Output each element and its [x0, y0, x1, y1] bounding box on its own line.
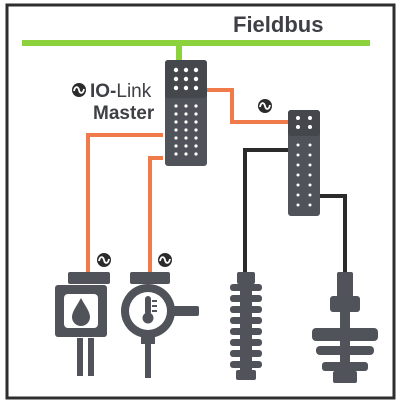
temperature-sensor-icon — [121, 272, 199, 378]
standard-line-capacitive-sensor — [320, 194, 347, 273]
fieldbus-label: Fieldbus — [233, 12, 323, 37]
standard-line-inductive-sensor — [243, 148, 290, 273]
diagram-frame — [5, 3, 396, 400]
iolink-label-regular: Link — [116, 81, 151, 102]
iolink-port-icon-level — [97, 253, 111, 267]
capacitive-sensor-icon — [312, 272, 378, 383]
level-sensor-icon — [55, 272, 110, 376]
iolink-logo-icon — [72, 83, 86, 97]
master-label: Master — [93, 103, 155, 124]
iolink-label: IO-Link — [90, 81, 152, 102]
iolink-line-level-sensor — [86, 133, 163, 274]
inductive-sensor-icon — [230, 272, 262, 380]
iolink-master-icon — [165, 60, 207, 166]
iolink-port-icon-module — [258, 99, 272, 113]
iolink-line-temperature-sensor — [148, 156, 163, 274]
io-module-icon — [288, 110, 320, 216]
iolink-port-icon-temperature — [158, 253, 172, 267]
iolink-label-bold: IO- — [90, 81, 116, 102]
iolink-line-io-module — [207, 88, 288, 124]
